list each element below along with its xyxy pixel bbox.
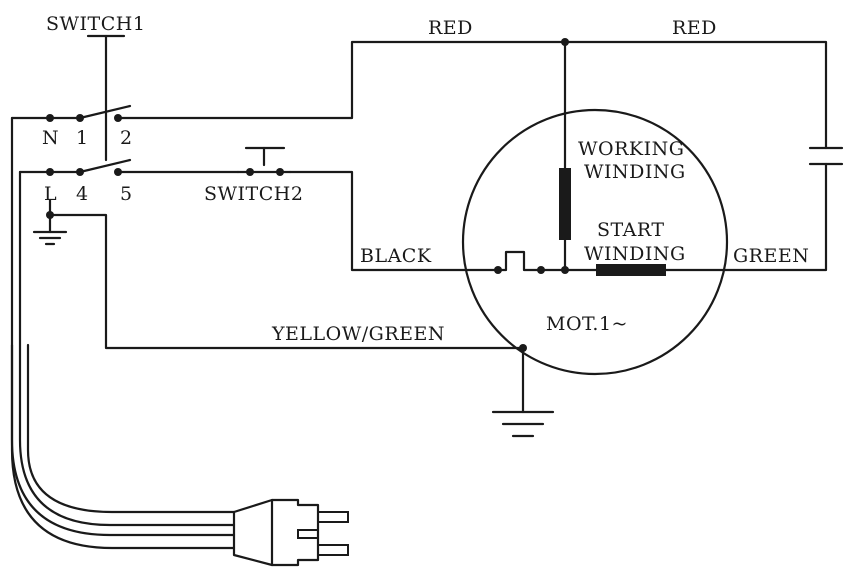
junction-dot	[46, 168, 54, 176]
junction-dot	[561, 38, 569, 46]
junction-dot	[561, 266, 569, 274]
label-terminal-5: 5	[120, 183, 133, 205]
junction-dot	[46, 114, 54, 122]
junction-dot	[276, 168, 284, 176]
junction-dot	[46, 211, 54, 219]
cable-sheath-outer	[10, 343, 236, 550]
cable-sheath-inner	[26, 343, 236, 514]
label-switch2: SWITCH2	[204, 183, 303, 205]
label-start-winding-1: START	[597, 219, 665, 241]
label-yellow-green: YELLOW/GREEN	[271, 323, 445, 345]
label-terminal-2: 2	[120, 127, 133, 149]
junction-dot	[537, 266, 545, 274]
label-green: GREEN	[733, 245, 809, 267]
switch1-lever-lower	[78, 158, 132, 174]
motor-circle	[461, 108, 729, 376]
junction-dot	[76, 114, 84, 122]
junction-dot	[76, 168, 84, 176]
junction-dot	[114, 168, 122, 176]
wire-yellow-green	[48, 213, 525, 350]
label-terminal-1: 1	[76, 127, 89, 149]
plug-body	[232, 498, 320, 567]
label-switch1: SWITCH1	[46, 13, 145, 35]
plug-pin-top	[317, 511, 349, 523]
label-terminal-l: L	[44, 183, 57, 205]
cable-live	[18, 170, 236, 527]
label-black: BLACK	[360, 245, 432, 267]
junction-dot	[519, 344, 527, 352]
plug-earth-tab	[297, 529, 319, 539]
junction-dot	[246, 168, 254, 176]
wire-black	[288, 170, 500, 272]
wire-red-top	[116, 40, 828, 150]
label-start-winding-2: WINDING	[584, 243, 686, 265]
label-red-left: RED	[428, 17, 473, 39]
label-working-winding-1: WORKING	[578, 138, 684, 160]
junction-dot	[114, 114, 122, 122]
label-motor: MOT.1~	[546, 313, 628, 335]
junction-dot	[494, 266, 502, 274]
label-terminal-n: N	[42, 127, 59, 149]
label-working-winding-2: WINDING	[584, 161, 686, 183]
label-terminal-4: 4	[76, 183, 89, 205]
thermal-protector	[496, 250, 598, 272]
label-red-right: RED	[672, 17, 717, 39]
wire-green	[663, 162, 828, 272]
plug-pin-bottom	[317, 544, 349, 556]
cable-neutral	[10, 116, 236, 537]
start-winding-coil	[596, 264, 666, 276]
working-winding-coil	[559, 168, 571, 240]
